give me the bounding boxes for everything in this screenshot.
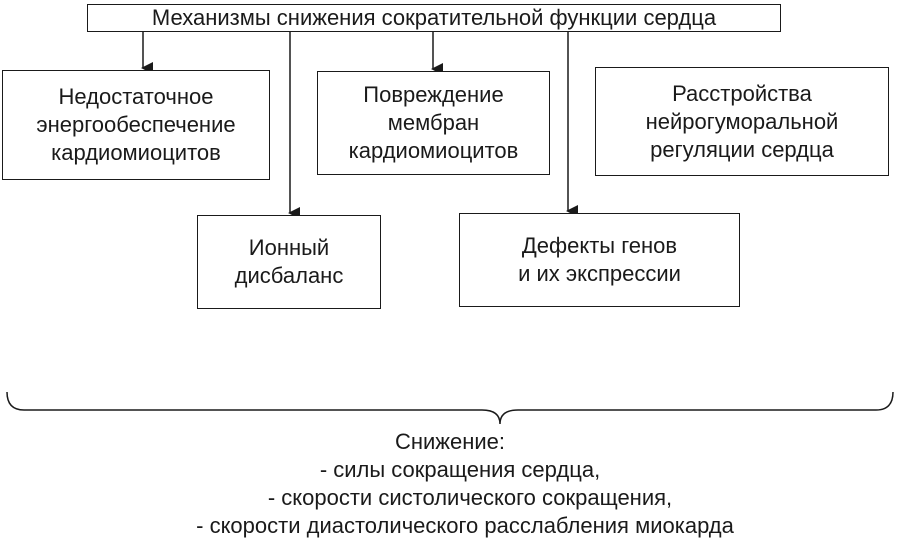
- result-item: - скорости систолического сокращения,: [267, 485, 673, 510]
- mechanism-line: Дефекты генов: [521, 233, 678, 258]
- curly-brace: [6, 391, 894, 425]
- mechanism-box-genes: Дефекты генов и их экспрессии: [459, 213, 740, 307]
- mechanism-line: регуляции сердца: [650, 136, 834, 162]
- mechanism-line: и их экспрессии: [518, 261, 681, 286]
- title-box: Механизмы снижения сократительной функци…: [87, 4, 781, 32]
- mechanism-line: кардиомиоцитов: [348, 138, 519, 163]
- mechanism-box-neuro: Расстройства нейрогуморальной регуляции …: [595, 67, 889, 176]
- mechanism-line: Расстройства: [672, 80, 812, 106]
- diagram-title: Механизмы снижения сократительной функци…: [151, 5, 717, 30]
- mechanism-line: кардиомиоцитов: [51, 140, 221, 165]
- mechanism-line: Недостаточное: [58, 84, 214, 109]
- mechanism-line: Повреждение: [363, 82, 504, 107]
- mechanism-line: дисбаланс: [234, 263, 344, 288]
- result-item: - скорости диастолического расслабления …: [196, 513, 734, 538]
- mechanism-line: мембран: [387, 110, 480, 135]
- result-heading: Снижение:: [394, 429, 506, 454]
- result-text: Снижение: - силы сокращения сердца, - ск…: [0, 428, 900, 540]
- result-item: - силы сокращения сердца,: [319, 457, 601, 482]
- mechanism-line: нейрогуморальной: [645, 108, 839, 134]
- mechanism-box-energy: Недостаточное энергообеспечение кардиоми…: [2, 70, 270, 180]
- mechanism-box-ion: Ионный дисбаланс: [197, 215, 381, 309]
- mechanism-box-membrane: Повреждение мембран кардиомиоцитов: [317, 71, 550, 175]
- mechanism-line: Ионный: [248, 235, 330, 260]
- mechanism-line: энергообеспечение: [36, 112, 236, 137]
